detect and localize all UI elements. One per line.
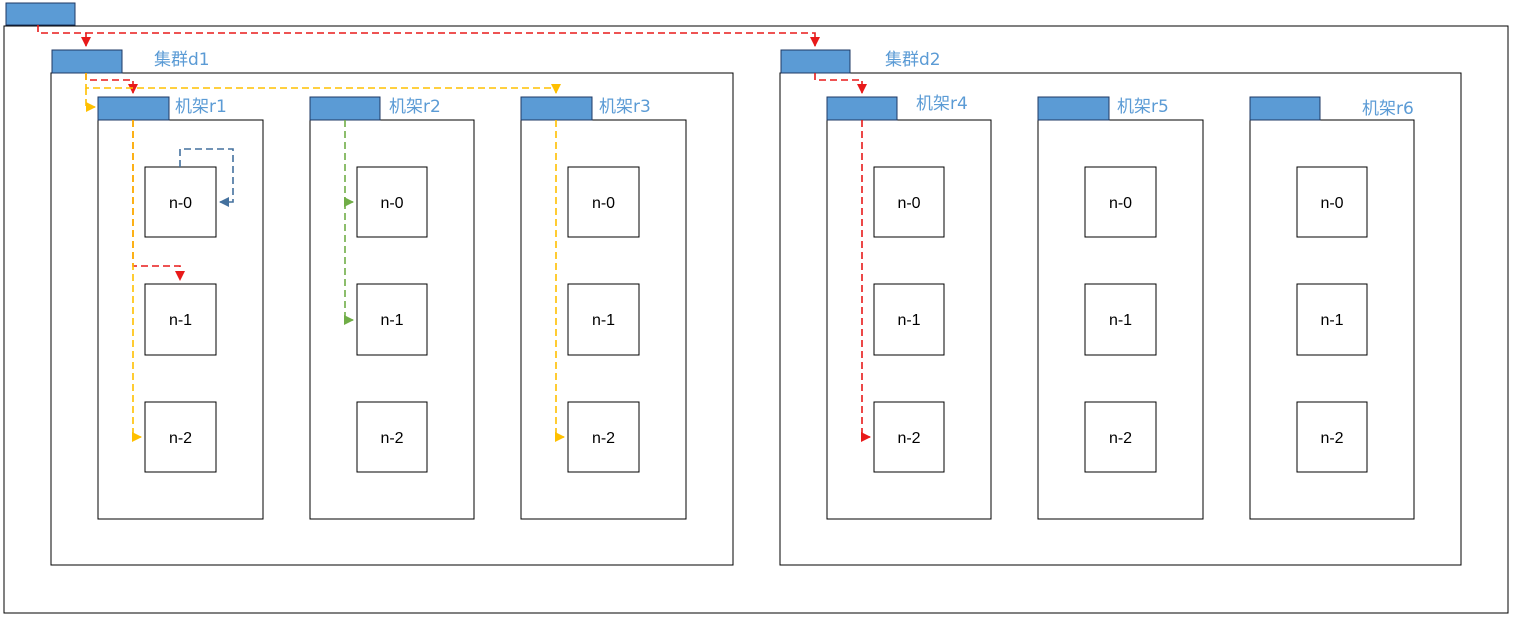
node-box xyxy=(873,166,945,238)
node-box xyxy=(144,283,217,356)
node-box xyxy=(356,166,428,238)
node-box xyxy=(1296,166,1368,238)
node-box xyxy=(1296,401,1368,473)
node-box xyxy=(1084,401,1157,473)
rack-r4: 机架r4 n-0 n-1 n-2 xyxy=(826,94,992,520)
node-label: n-1 xyxy=(169,312,192,329)
rack-label: 机架r4 xyxy=(916,94,968,114)
rack-r3: 机架r3 n-0 n-1 n-2 xyxy=(520,96,687,520)
rack-tab xyxy=(97,96,170,121)
yellow-arrow-d1-to-r3 xyxy=(85,73,561,94)
node-label: n-1 xyxy=(380,312,403,329)
red-arrow-root-to-d2 xyxy=(86,32,820,47)
node-label: n-0 xyxy=(1320,195,1343,212)
node-label: n-1 xyxy=(592,312,615,329)
blue-arrow-self-loop xyxy=(179,148,234,207)
node-box xyxy=(1296,283,1368,356)
node-label: n-2 xyxy=(1320,430,1343,447)
yellow-arrow-d1-to-r1 xyxy=(85,88,96,112)
rack-r2: 机架r2 n-0 n-1 n-2 xyxy=(309,96,475,520)
yellow-arrow-r1-to-node xyxy=(132,120,142,442)
node-box xyxy=(356,401,428,473)
cluster-label: 集群d1 xyxy=(154,50,210,70)
rack-tab xyxy=(309,96,381,121)
node-box xyxy=(1084,283,1157,356)
cluster-d2: 集群d2 机架r4 n-0 n-1 n-2 机架r5 n-0 n-1 n-2 xyxy=(779,49,1462,566)
node-box xyxy=(567,166,640,238)
node-label: n-0 xyxy=(592,195,615,212)
node-label: n-2 xyxy=(380,430,403,447)
rack-r6: 机架r6 n-0 n-1 n-2 xyxy=(1249,96,1415,520)
yellow-arrow-r3-to-node xyxy=(555,120,565,442)
node-label: n-0 xyxy=(897,195,920,212)
red-arrow-r4-to-node xyxy=(861,120,871,442)
cluster-tab xyxy=(51,49,123,74)
cluster-tab xyxy=(780,49,851,74)
node-label: n-0 xyxy=(380,195,403,212)
green-arrow-r2-to-n1 xyxy=(344,202,354,325)
rack-tab xyxy=(826,96,898,121)
node-box xyxy=(144,401,217,473)
rack-tab xyxy=(520,96,593,121)
node-box xyxy=(356,283,428,356)
node-box xyxy=(873,401,945,473)
node-label: n-1 xyxy=(1320,312,1343,329)
rack-label: 机架r1 xyxy=(175,97,227,117)
rack-tab xyxy=(1249,96,1321,121)
rack-label: 机架r5 xyxy=(1117,97,1169,117)
node-box xyxy=(1084,166,1157,238)
node-label: n-1 xyxy=(1109,312,1132,329)
node-label: n-0 xyxy=(169,195,192,212)
node-label: n-2 xyxy=(592,430,615,447)
node-label: n-0 xyxy=(1109,195,1132,212)
red-arrow-root-to-d1 xyxy=(37,25,91,47)
rack-label: 机架r6 xyxy=(1362,99,1414,119)
node-box xyxy=(567,283,640,356)
rack-label: 机架r3 xyxy=(599,97,651,117)
red-arrow-d2-to-r4 xyxy=(814,73,867,94)
cluster-d1: 集群d1 机架r1 n-0 n-1 n-2 机架r2 n-0 n-1 n-2 xyxy=(50,49,734,566)
rack-tab xyxy=(1037,96,1110,121)
node-label: n-1 xyxy=(897,312,920,329)
node-box xyxy=(567,401,640,473)
rack-label: 机架r2 xyxy=(389,97,441,117)
rack-r5: 机架r5 n-0 n-1 n-2 xyxy=(1037,96,1204,520)
node-box xyxy=(873,283,945,356)
cluster-label: 集群d2 xyxy=(885,50,941,70)
node-label: n-2 xyxy=(897,430,920,447)
node-label: n-2 xyxy=(169,430,192,447)
node-label: n-2 xyxy=(1109,430,1132,447)
root-tab xyxy=(5,2,76,26)
flow-arrows xyxy=(37,25,871,442)
